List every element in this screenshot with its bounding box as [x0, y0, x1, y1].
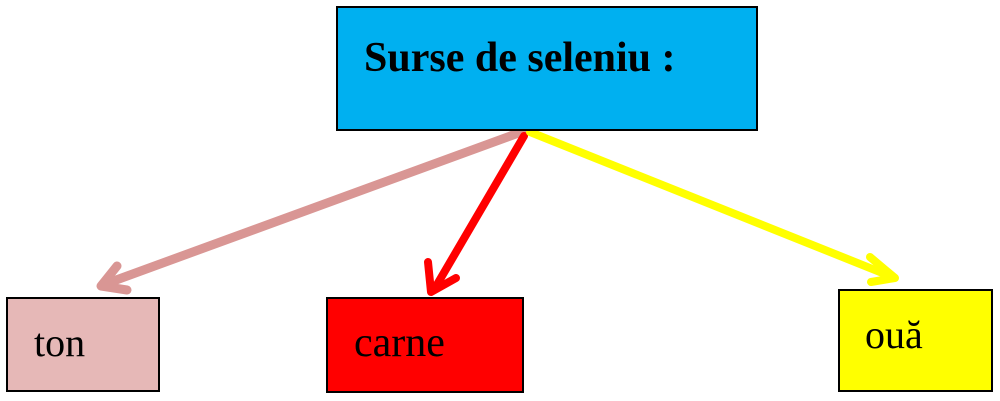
root-label: Surse de seleniu :	[364, 35, 676, 81]
child-node-oua: ouă	[838, 289, 993, 392]
child-label-ton: ton	[34, 320, 86, 365]
child-node-carne: carne	[326, 297, 524, 393]
child-label-oua: ouă	[865, 312, 923, 357]
child-label-carne: carne	[354, 320, 445, 366]
arrow-to-ton	[96, 126, 529, 295]
arrow-to-carne	[424, 132, 528, 296]
child-node-ton: ton	[6, 297, 160, 392]
root-node: Surse de seleniu :	[336, 6, 758, 131]
arrow-to-oua	[526, 128, 899, 286]
